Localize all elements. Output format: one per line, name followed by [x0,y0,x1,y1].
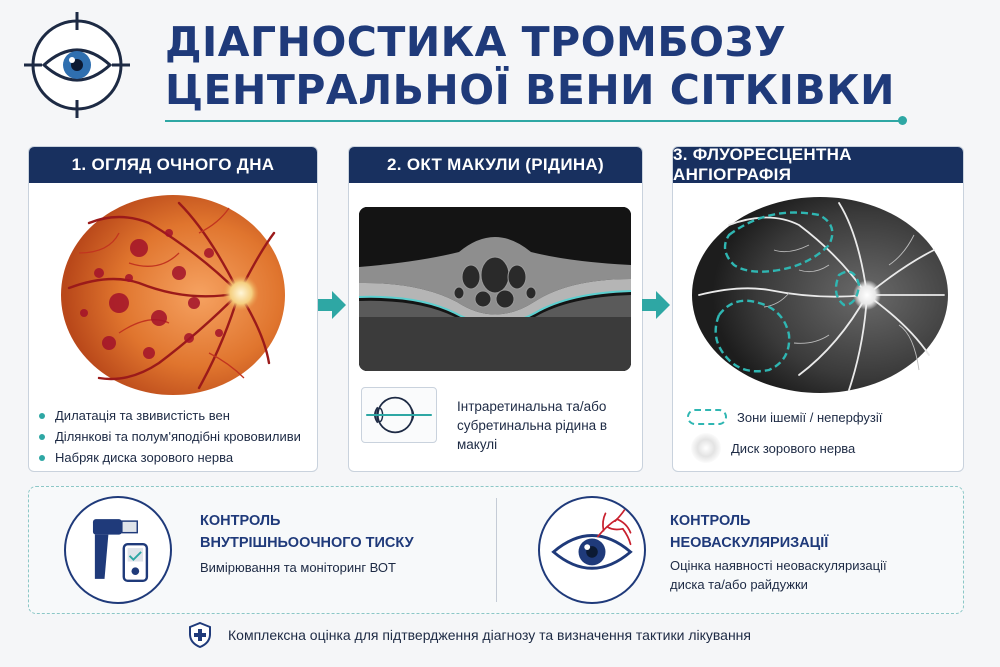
panel-oct-title: 2. ОКТ МАКУЛИ (РІДИНА) [349,147,642,183]
shield-cross-icon [189,622,211,648]
oct-caption: Інтраретинальна та/або субретинальна рід… [457,399,608,452]
neovascularization-description: Оцінка наявності неоваскуляризації диска… [670,558,887,592]
page-title: ДІАГНОСТИКА ТРОМБОЗУ ЦЕНТРАЛЬНОЇ ВЕНИ СІ… [165,18,895,114]
panel-fundus-exam: 1. ОГЛЯД ОЧНОГО ДНА [28,146,318,472]
iop-title: КОНТРОЛЬ ВНУТРІШНЬООЧНОГО ТИСКУ [200,513,414,551]
bullet-dot [39,412,45,419]
fundus-hemorrhage-image [61,195,285,395]
eye-cross-section-icon [361,387,437,443]
oct-macular-edema-image [359,207,631,371]
list-item: Дилатація та звивистість вен [39,405,301,426]
title-underline [165,120,900,122]
arrow-right-icon [642,291,670,319]
footer-note: Комплексна оцінка для підтвердження діаг… [188,622,751,648]
title-line-2: ЦЕНТРАЛЬНОЇ ВЕНИ СІТКІВКИ [165,66,895,114]
panel-fundus-title: 1. ОГЛЯД ОЧНОГО ДНА [29,147,317,183]
legend-item-ischemia: Зони ішемії / неперфузії [687,409,882,425]
fundus-findings-list: Дилатація та звивистість вен Ділянкові т… [39,405,301,468]
title-underline-dot [898,116,907,125]
tonometer-icon [64,496,172,604]
neovascularization-title: КОНТРОЛЬ НЕОВАСКУЛЯРИЗАЦІЇ [670,513,829,551]
panel-oct-macula: 2. ОКТ МАКУЛИ (РІДИНА) Інтраретинальна т… [348,146,643,472]
panel-angiography-title: 3. ФЛУОРЕСЦЕНТНА АНГІОГРАФІЯ [673,147,963,184]
bullet-dot [39,454,45,461]
optic-disc-icon [691,433,721,463]
fluorescein-angiography-image [692,197,948,393]
neovascular-eye-icon [538,496,646,604]
legend-item-optic-disc: Диск зорового нерва [687,433,855,463]
dashed-outline-icon [687,409,727,425]
title-line-1: ДІАГНОСТИКА ТРОМБОЗУ [165,18,787,66]
iop-description: Вимірювання та моніторинг ВОТ [200,560,396,575]
panel-angiography: 3. ФЛУОРЕСЦЕНТНА АНГІОГРАФІЯ [672,146,964,472]
arrow-right-icon [318,291,346,319]
list-item: Ділянкові та полум'яподібні крововиливи [39,426,301,447]
monitoring-divider [496,498,497,602]
bullet-dot [39,433,45,440]
eye-target-icon [24,12,130,118]
list-item: Набряк диска зорового нерва [39,447,301,468]
footer-text: Комплексна оцінка для підтвердження діаг… [228,627,751,643]
